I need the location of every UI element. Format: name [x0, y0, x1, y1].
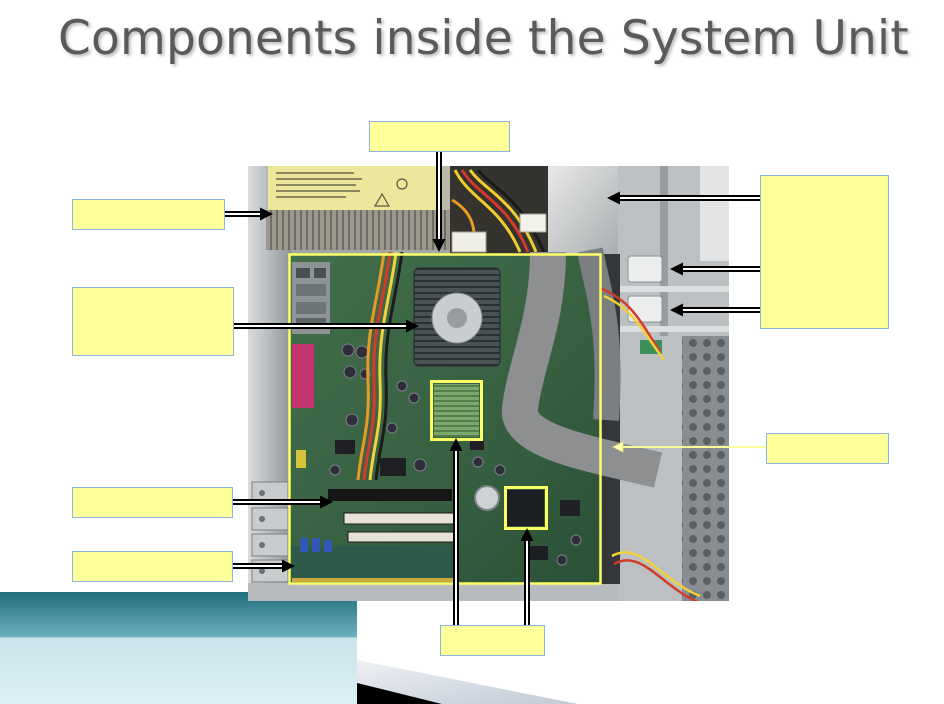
- blank-label-box: [72, 199, 225, 230]
- drive-bay: [618, 166, 729, 601]
- expansion-slots: [328, 489, 455, 543]
- label-box-frame: [369, 121, 510, 152]
- label-box-frame: [72, 551, 233, 582]
- blank-label-box: [369, 121, 510, 152]
- theme-wedge-dark: [357, 683, 442, 704]
- pointer-arrow: [232, 559, 295, 573]
- arrowhead: [406, 319, 419, 333]
- arrowhead: [670, 303, 683, 317]
- cpu-heatsink-fan: [413, 267, 501, 367]
- pointer-arrow: [232, 495, 333, 509]
- blank-label-box: [72, 551, 233, 582]
- io-ports: [292, 262, 330, 334]
- arrowhead: [260, 207, 273, 221]
- theme-wedge-light: [357, 660, 578, 704]
- pointer-arrow: [612, 441, 766, 453]
- pointer-arrows: [224, 151, 766, 625]
- pointer-arrow: [520, 528, 534, 625]
- blank-label-box: [72, 287, 234, 356]
- parallel-port: [292, 344, 314, 408]
- small-chip: [530, 546, 548, 560]
- arrowhead: [449, 438, 463, 451]
- arrowhead: [607, 191, 620, 205]
- arrowhead: [612, 441, 624, 453]
- expansion-card: [290, 546, 458, 583]
- label-box-frame: [440, 625, 545, 656]
- pointer-arrow: [233, 319, 419, 333]
- pointer-arrow: [670, 262, 760, 276]
- arrowhead: [432, 239, 446, 252]
- highlight-frame-large: [288, 253, 602, 585]
- io-controller-chip: [507, 490, 544, 526]
- system-unit-photo: [248, 166, 729, 601]
- label-box-frame: [72, 199, 225, 230]
- label-box-frame: [72, 287, 234, 356]
- audio-jacks: [296, 450, 306, 468]
- cmos-battery: [474, 485, 500, 511]
- arrowhead: [670, 262, 683, 276]
- chipset: [434, 384, 479, 437]
- blank-label-box: [440, 625, 545, 656]
- label-box-frame: [766, 433, 889, 464]
- blank-label-box: [766, 433, 889, 464]
- pointer-arrow: [224, 207, 273, 221]
- theme-corner-decoration: [0, 592, 578, 704]
- blue-components: [300, 538, 332, 552]
- fan-cables: [599, 286, 701, 601]
- pointer-arrow: [449, 438, 463, 625]
- highlight-frame-small: [504, 486, 548, 530]
- arrowhead: [320, 495, 333, 509]
- pointer-arrow: [607, 191, 760, 205]
- arrowhead: [520, 528, 534, 541]
- blank-label-box: [760, 175, 889, 329]
- small-chips: [335, 440, 580, 516]
- case-floor: [248, 583, 620, 601]
- power-supply-unit: [266, 166, 452, 250]
- ribbon-cables: [501, 247, 663, 488]
- atx-power-cable: [356, 251, 404, 481]
- label-box-frame: [760, 175, 889, 329]
- pointer-arrow: [432, 151, 446, 252]
- label-boxes: [72, 121, 889, 656]
- bracket-screws: [259, 490, 265, 574]
- pointer-arrow: [670, 303, 760, 317]
- arrowhead: [282, 559, 295, 573]
- label-box-frame: [72, 487, 233, 518]
- theme-band: [0, 592, 357, 704]
- power-cables: [450, 166, 550, 258]
- slide-title: Components inside the System Unit: [58, 11, 909, 66]
- blank-label-box: [72, 487, 233, 518]
- capacitors: [329, 343, 582, 566]
- drive-unit: [548, 166, 620, 256]
